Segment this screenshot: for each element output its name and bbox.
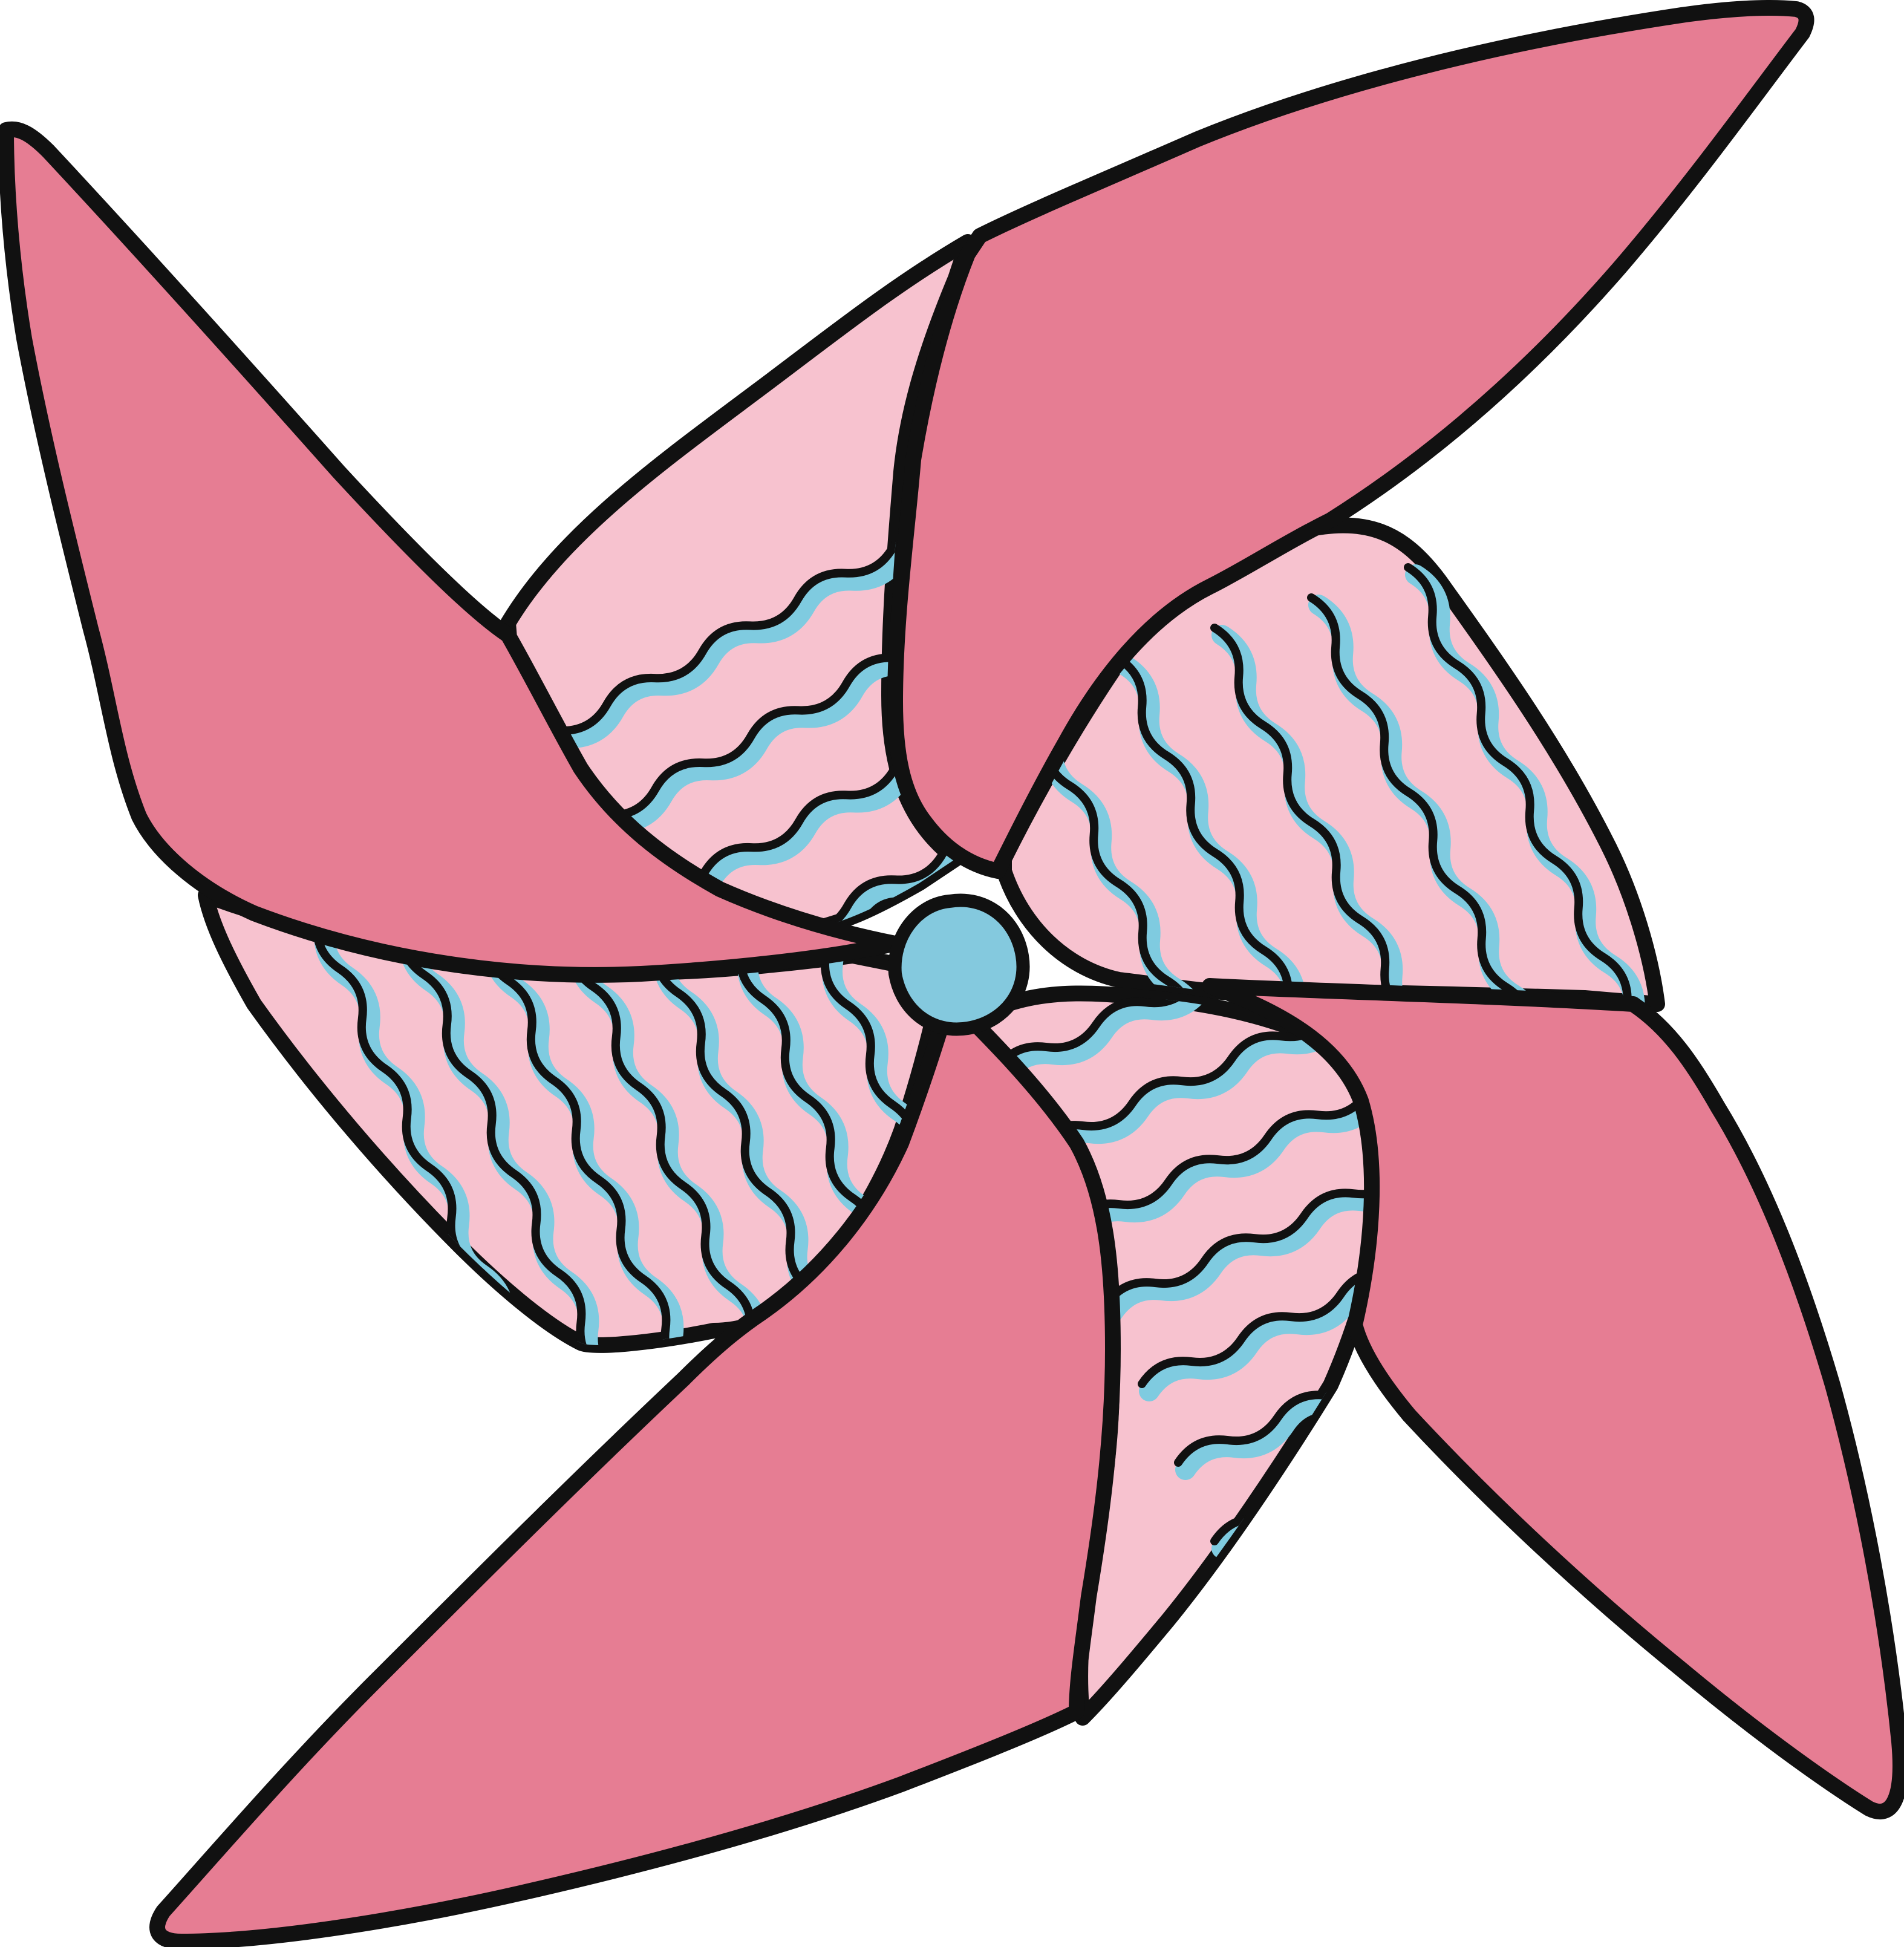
- flap-ul-wave-fill: [558, 745, 968, 936]
- flap-lr-wave-fill: [1066, 1000, 1387, 1244]
- flap-lr-wave-fill: [1139, 1157, 1387, 1401]
- flap-ur-wave-line: [1210, 624, 1462, 1004]
- flap-ur-wave-fill: [1706, 484, 1904, 971]
- flap-ul-wave-line: [557, 744, 968, 936]
- flap-lr-wave-fill: [1030, 993, 1387, 1166]
- flap-ur-wave-line: [1404, 563, 1656, 1004]
- flap-lr-wave-line: [1065, 999, 1387, 1231]
- flap-lr-wave-line: [993, 993, 1387, 1074]
- flap-ur-wave-line: [1795, 446, 1904, 933]
- blade-left: [0, 121, 903, 983]
- hub-circle: [888, 893, 1030, 1036]
- flap-lr-wave-fill: [1175, 1236, 1387, 1480]
- flap-lr-wave-line: [1029, 993, 1387, 1152]
- flap-lr-wave-fill: [994, 993, 1387, 1087]
- flap-lr-wave-line: [1174, 1234, 1387, 1467]
- blade-bottom: [149, 990, 1121, 1947]
- blade-right: [1202, 978, 1904, 1819]
- blade-top: [887, 0, 1814, 879]
- flap-lr-wave-fill: [1103, 1078, 1387, 1323]
- flap-lr-wave-line: [1138, 1156, 1387, 1388]
- flap-ur-wave-line: [1113, 654, 1366, 1004]
- flap-ur-wave-fill: [1802, 454, 1904, 941]
- flap-lr-wave-line: [1101, 1077, 1387, 1309]
- flap-upper-right: [996, 446, 1904, 1012]
- center-hub: [888, 893, 1030, 1036]
- flap-ur-wave-line: [1698, 477, 1904, 964]
